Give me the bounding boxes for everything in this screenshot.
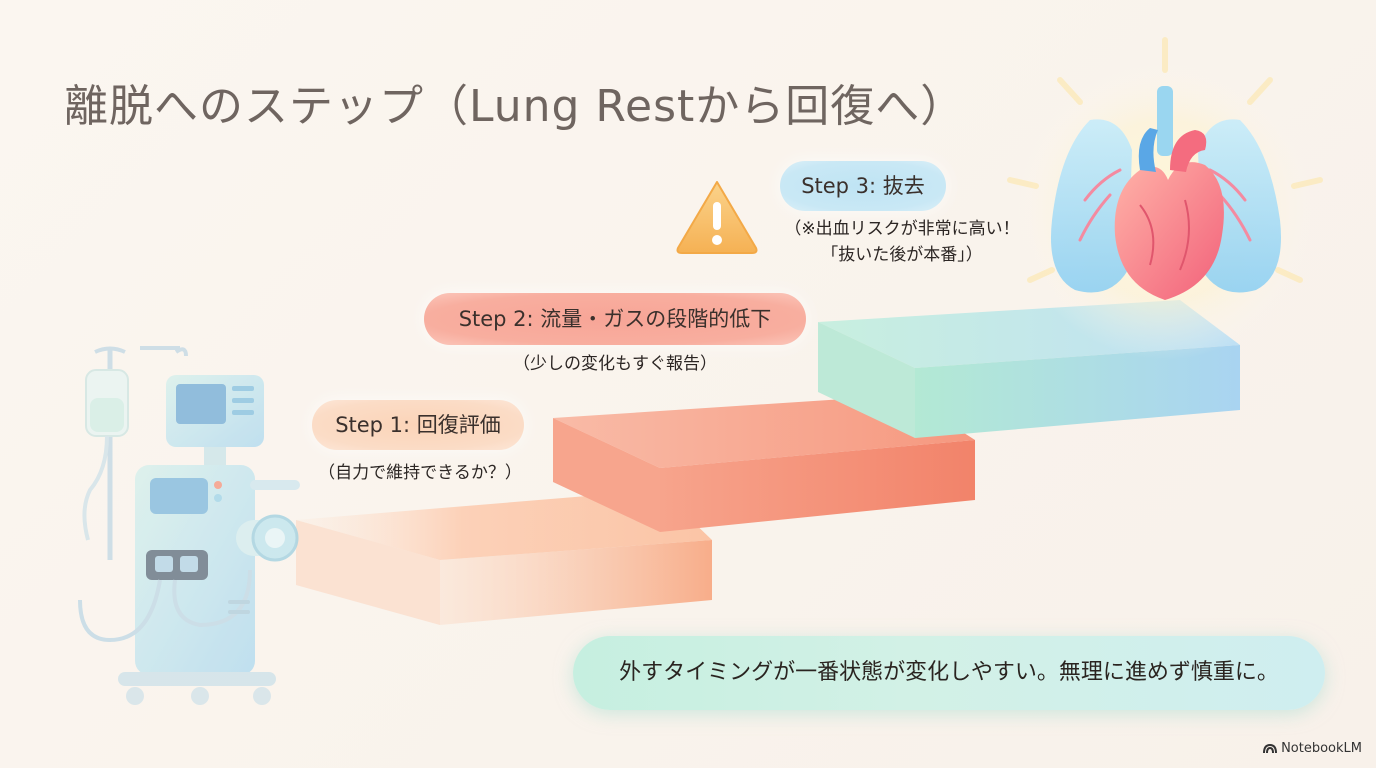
brand-watermark: NotebookLM bbox=[1263, 741, 1362, 756]
step3-label: Step 3: 抜去 bbox=[780, 161, 946, 211]
step3-note: （※出血リスクが非常に高い！ 「抜いた後が本番」） bbox=[762, 216, 1042, 268]
warning-triangle-icon bbox=[676, 181, 758, 254]
step2-note: （少しの変化もすぐ報告） bbox=[513, 354, 717, 374]
step3-note-line1: （※出血リスクが非常に高い！ bbox=[784, 219, 1020, 239]
ecmo-machine-icon bbox=[78, 346, 300, 705]
heart-lungs-icon bbox=[1007, 37, 1323, 360]
page-title: 離脱へのステップ（Lung Restから回復へ） bbox=[64, 81, 966, 132]
step2-label: Step 2: 流量・ガスの段階的低下 bbox=[424, 293, 806, 345]
brand-name: NotebookLM bbox=[1281, 741, 1362, 756]
step1-label: Step 1: 回復評価 bbox=[312, 400, 524, 450]
notebooklm-logo-icon bbox=[1263, 743, 1278, 754]
summary-callout: 外すタイミングが一番状態が変化しやすい。無理に進めず慎重に。 bbox=[573, 636, 1325, 710]
step3-note-line2: 「抜いた後が本番」） bbox=[821, 245, 983, 265]
step1-note: （自力で維持できるか？） bbox=[318, 463, 522, 483]
